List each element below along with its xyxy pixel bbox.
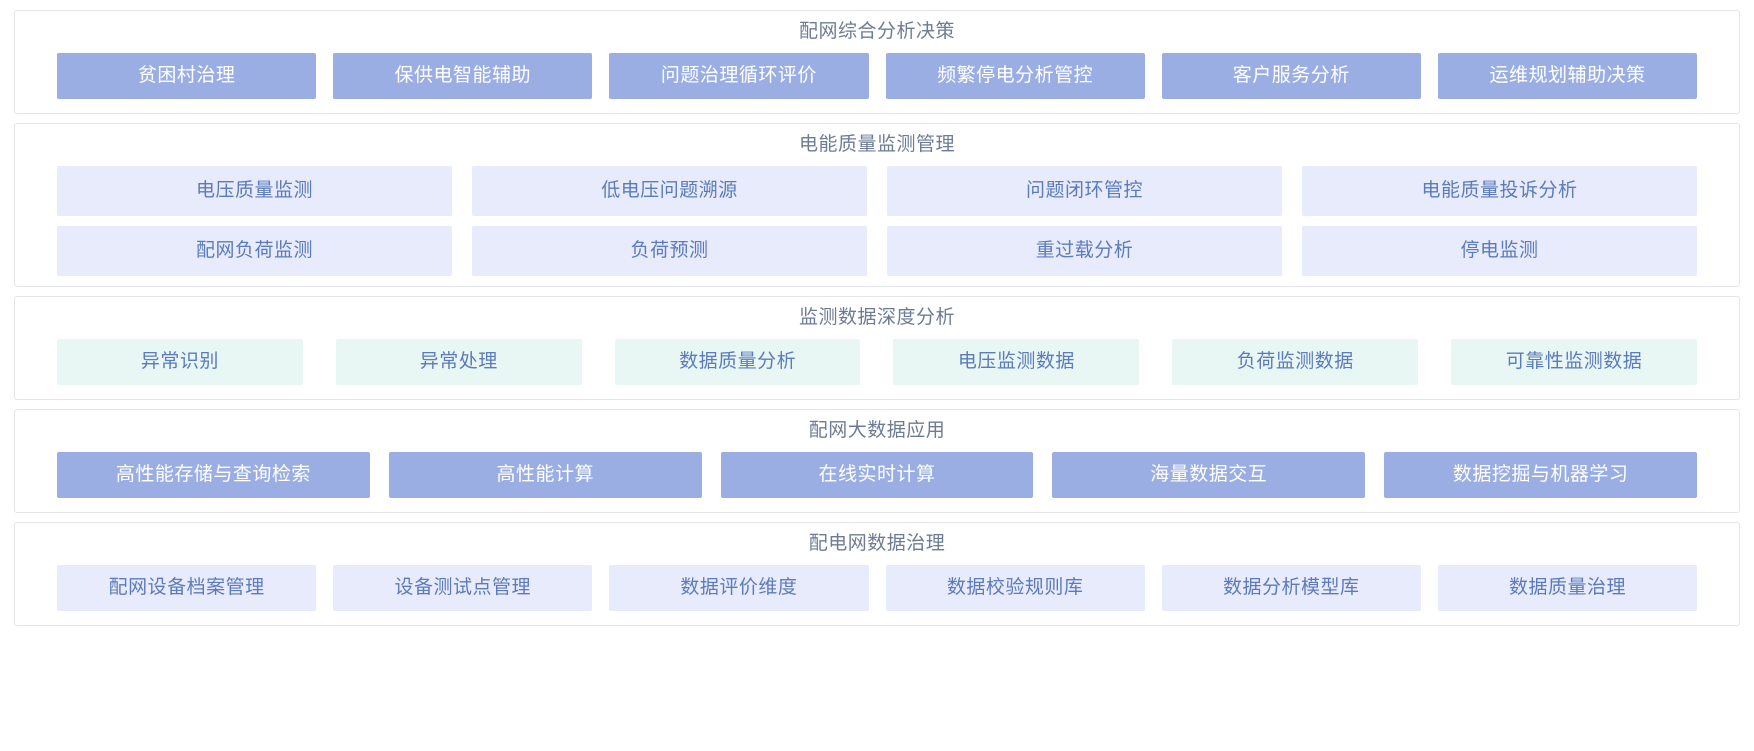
button-row: 配网设备档案管理设备测试点管理数据评价维度数据校验规则库数据分析模型库数据质量治…: [15, 565, 1739, 611]
module-button[interactable]: 在线实时计算: [720, 452, 1034, 498]
module-button[interactable]: 保供电智能辅助: [333, 53, 593, 99]
button-row: 配网负荷监测负荷预测重过载分析停电监测: [15, 226, 1739, 276]
panel-title: 电能质量监测管理: [798, 134, 955, 155]
module-button[interactable]: 设备测试点管理: [333, 565, 593, 611]
module-button[interactable]: 电能质量投诉分析: [1302, 166, 1697, 216]
module-button[interactable]: 低电压问题溯源: [472, 166, 867, 216]
module-button[interactable]: 贫困村治理: [57, 53, 317, 99]
module-button[interactable]: 停电监测: [1302, 226, 1697, 276]
panel-peiwang-dashuju-yingyong: 配网大数据应用高性能存储与查询检索高性能计算在线实时计算海量数据交互数据挖掘与机…: [14, 409, 1740, 513]
module-button[interactable]: 问题闭环管控: [887, 166, 1282, 216]
panel-peidianwang-shuju-zhili: 配电网数据治理配网设备档案管理设备测试点管理数据评价维度数据校验规则库数据分析模…: [14, 522, 1740, 626]
module-button[interactable]: 异常处理: [335, 339, 582, 385]
module-button[interactable]: 数据质量治理: [1437, 565, 1698, 611]
module-button[interactable]: 海量数据交互: [1052, 452, 1366, 498]
module-button[interactable]: 电压质量监测: [57, 166, 452, 216]
module-button[interactable]: 异常识别: [57, 339, 303, 385]
module-button[interactable]: 数据评价维度: [609, 565, 869, 611]
module-button[interactable]: 可靠性监测数据: [1451, 339, 1697, 385]
module-button[interactable]: 配网负荷监测: [57, 226, 452, 276]
button-row: 贫困村治理保供电智能辅助问题治理循环评价频繁停电分析管控客户服务分析运维规划辅助…: [15, 53, 1739, 99]
module-button[interactable]: 客户服务分析: [1161, 53, 1421, 99]
panel-peiwang-zonghe-fenxi-juece: 配网综合分析决策贫困村治理保供电智能辅助问题治理循环评价频繁停电分析管控客户服务…: [14, 10, 1740, 114]
panel-jiance-shuju-shendu-fenxi: 监测数据深度分析异常识别异常处理数据质量分析电压监测数据负荷监测数据可靠性监测数…: [14, 296, 1740, 400]
module-button[interactable]: 频繁停电分析管控: [885, 53, 1145, 99]
panel-title: 配网综合分析决策: [798, 21, 955, 42]
button-row: 异常识别异常处理数据质量分析电压监测数据负荷监测数据可靠性监测数据: [15, 339, 1739, 385]
module-button[interactable]: 高性能计算: [388, 452, 702, 498]
panel-diannengzhiliang-jiance-guanli: 电能质量监测管理电压质量监测低电压问题溯源问题闭环管控电能质量投诉分析配网负荷监…: [14, 123, 1740, 287]
module-button[interactable]: 数据质量分析: [614, 339, 861, 385]
module-button[interactable]: 配网设备档案管理: [57, 565, 317, 611]
module-button[interactable]: 问题治理循环评价: [609, 53, 869, 99]
panel-title: 配网大数据应用: [808, 420, 946, 441]
module-button[interactable]: 负荷监测数据: [1172, 339, 1419, 385]
panel-title: 配电网数据治理: [808, 533, 946, 554]
panel-list: 配网综合分析决策贫困村治理保供电智能辅助问题治理循环评价频繁停电分析管控客户服务…: [14, 10, 1740, 626]
module-button[interactable]: 高性能存储与查询检索: [57, 452, 370, 498]
button-row: 电压质量监测低电压问题溯源问题闭环管控电能质量投诉分析: [15, 166, 1739, 216]
button-row: 高性能存储与查询检索高性能计算在线实时计算海量数据交互数据挖掘与机器学习: [15, 452, 1739, 498]
module-button[interactable]: 负荷预测: [472, 226, 867, 276]
module-button[interactable]: 电压监测数据: [893, 339, 1140, 385]
module-button[interactable]: 数据分析模型库: [1161, 565, 1421, 611]
module-button[interactable]: 重过载分析: [887, 226, 1282, 276]
module-button[interactable]: 运维规划辅助决策: [1437, 53, 1698, 99]
panel-title: 监测数据深度分析: [798, 307, 955, 328]
module-button[interactable]: 数据校验规则库: [885, 565, 1145, 611]
module-button[interactable]: 数据挖掘与机器学习: [1384, 452, 1697, 498]
